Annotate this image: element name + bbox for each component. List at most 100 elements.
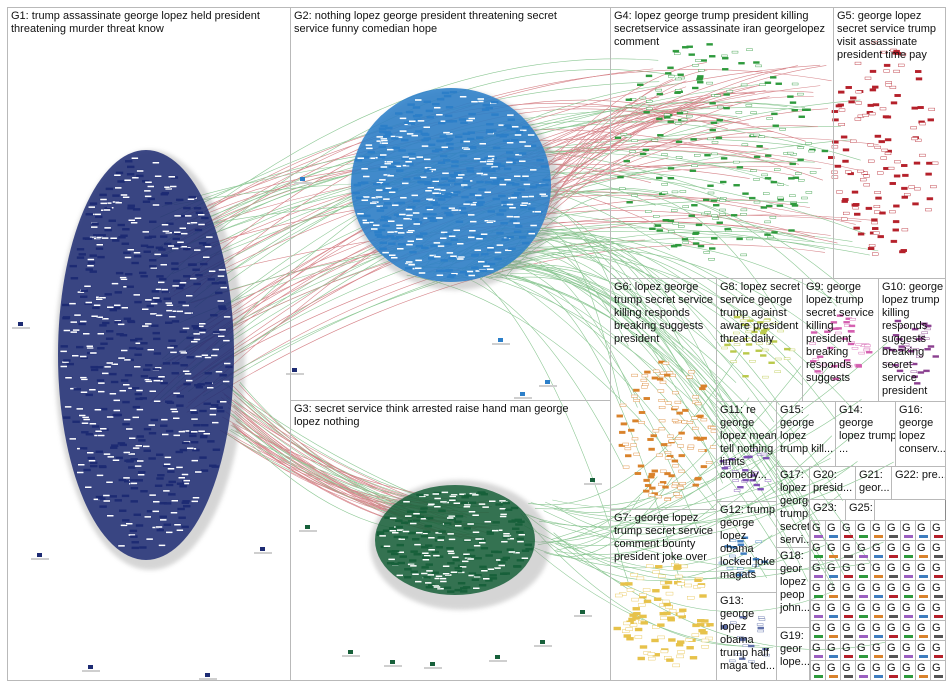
node	[89, 270, 97, 273]
tiny-group-box: G	[885, 640, 901, 661]
node	[459, 271, 468, 274]
node	[512, 527, 520, 530]
node	[152, 296, 161, 300]
node	[159, 518, 168, 522]
node	[216, 410, 225, 413]
node	[514, 518, 522, 522]
node	[404, 160, 413, 163]
node	[510, 138, 519, 142]
node	[519, 235, 527, 239]
node	[706, 81, 713, 85]
node	[124, 256, 132, 259]
node	[179, 485, 187, 488]
node	[186, 336, 194, 340]
node	[184, 214, 192, 218]
node	[787, 151, 794, 155]
group-label-g5: G5: george lopez secret service trump vi…	[837, 10, 937, 61]
tiny-group-node	[814, 555, 823, 558]
node	[399, 129, 407, 133]
tiny-group-node	[904, 535, 913, 538]
node	[474, 537, 483, 541]
node	[81, 422, 89, 425]
node	[84, 237, 93, 240]
node	[677, 444, 684, 448]
node	[659, 612, 667, 616]
node	[382, 197, 391, 201]
tiny-group-label: G	[932, 622, 941, 634]
node	[651, 638, 659, 643]
node	[479, 142, 487, 146]
isolated-node	[348, 650, 353, 654]
node	[86, 264, 95, 267]
node	[135, 337, 143, 341]
node	[463, 538, 472, 542]
node	[215, 291, 223, 295]
node	[412, 538, 420, 541]
node	[855, 364, 862, 367]
node	[752, 558, 760, 561]
node	[155, 525, 163, 529]
node	[380, 139, 389, 142]
tiny-group-box: G	[930, 660, 946, 681]
tiny-group-label: G	[812, 622, 821, 634]
isolated-node	[260, 547, 265, 551]
node	[667, 434, 674, 438]
node	[398, 213, 407, 216]
tiny-group-node	[844, 655, 853, 658]
node	[462, 586, 471, 589]
node	[492, 197, 500, 201]
edge	[537, 414, 809, 545]
node	[161, 191, 170, 195]
node	[127, 204, 135, 208]
tiny-group-label: G	[872, 522, 881, 534]
node	[692, 426, 699, 430]
node	[753, 200, 761, 204]
node	[757, 488, 764, 491]
node	[181, 473, 189, 476]
node	[477, 97, 485, 101]
node	[504, 508, 513, 511]
node	[435, 546, 443, 549]
node	[91, 222, 99, 226]
node	[643, 111, 650, 114]
node	[862, 113, 869, 117]
node	[643, 397, 650, 400]
node	[883, 63, 891, 67]
node	[466, 170, 475, 173]
node	[798, 178, 805, 182]
node	[442, 565, 450, 568]
node	[838, 108, 846, 112]
edge	[536, 112, 729, 149]
node	[848, 100, 855, 104]
tiny-group-box: G	[870, 560, 886, 581]
tiny-group-node	[934, 615, 943, 618]
node	[498, 561, 506, 564]
node	[542, 178, 550, 182]
node	[692, 63, 699, 67]
group-box-g3: G3: secret service think arrested raise …	[290, 400, 611, 681]
node	[158, 544, 166, 547]
node	[889, 348, 896, 352]
node	[902, 343, 910, 346]
node	[471, 254, 479, 257]
node	[632, 616, 640, 620]
node	[668, 638, 676, 642]
node	[518, 533, 526, 536]
node	[853, 226, 860, 230]
group-box-g19: G19: geor lope...	[776, 627, 810, 681]
node	[406, 163, 414, 166]
node	[407, 240, 415, 243]
node	[660, 616, 668, 620]
node	[503, 124, 511, 127]
node	[495, 503, 503, 506]
tiny-group-box: G	[825, 640, 841, 661]
node	[156, 477, 164, 480]
node	[506, 203, 514, 206]
node	[656, 453, 663, 457]
node	[120, 379, 129, 382]
tiny-group-node	[919, 535, 928, 538]
node	[658, 427, 666, 431]
tiny-group-label: G	[812, 542, 821, 554]
node	[113, 304, 122, 307]
node	[894, 319, 902, 323]
